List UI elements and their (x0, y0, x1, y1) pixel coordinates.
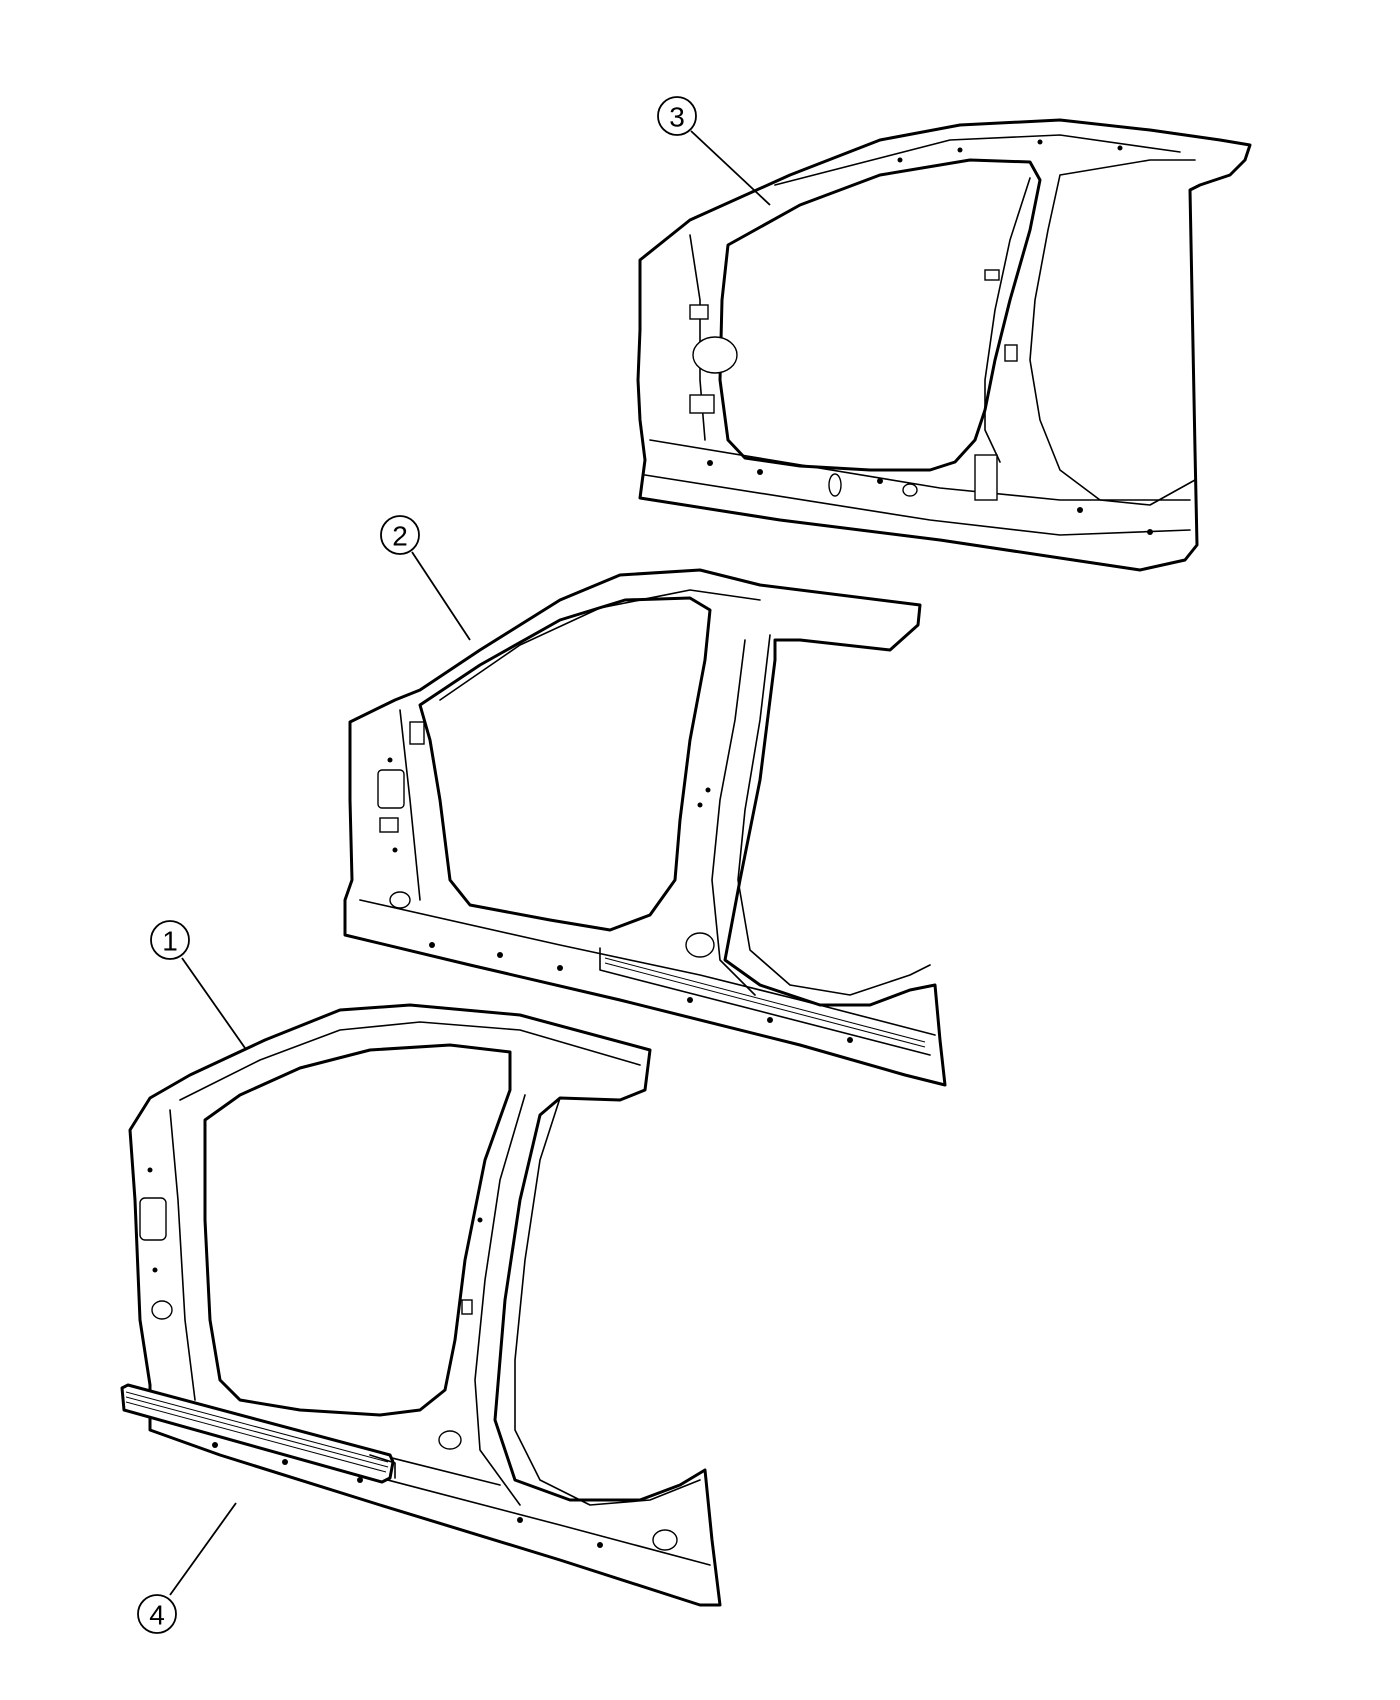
callout-circle-4 (137, 1594, 177, 1634)
leader-line-4 (169, 1502, 237, 1596)
callout-circle-2 (380, 515, 420, 555)
callout-circle-3 (657, 96, 697, 136)
callout-4: 4 (137, 1502, 237, 1634)
part-2-body-side-reinforcement (343, 568, 947, 1087)
front-door-opening (418, 596, 712, 932)
callout-label-1: 1 (162, 926, 178, 957)
callout-label-4: 4 (149, 1600, 165, 1631)
leader-line-2 (411, 551, 471, 641)
callout-label-2: 2 (392, 521, 408, 552)
callout-label-3: 3 (669, 102, 685, 133)
front-door-opening (718, 158, 1042, 472)
part-3-body-side-inner-panel (636, 118, 1252, 572)
leader-line-1 (181, 957, 246, 1049)
part-1-body-side-aperture (128, 1003, 722, 1607)
callout-3: 3 (657, 96, 771, 206)
rear-opening-arc (1029, 159, 1196, 506)
callout-1: 1 (150, 920, 246, 1049)
callout-2: 2 (380, 515, 471, 641)
part-4-sill-reinforcement (120, 1383, 396, 1484)
leader-line-3 (690, 130, 771, 206)
callout-circle-1 (150, 920, 190, 960)
front-door-opening (203, 1043, 512, 1417)
